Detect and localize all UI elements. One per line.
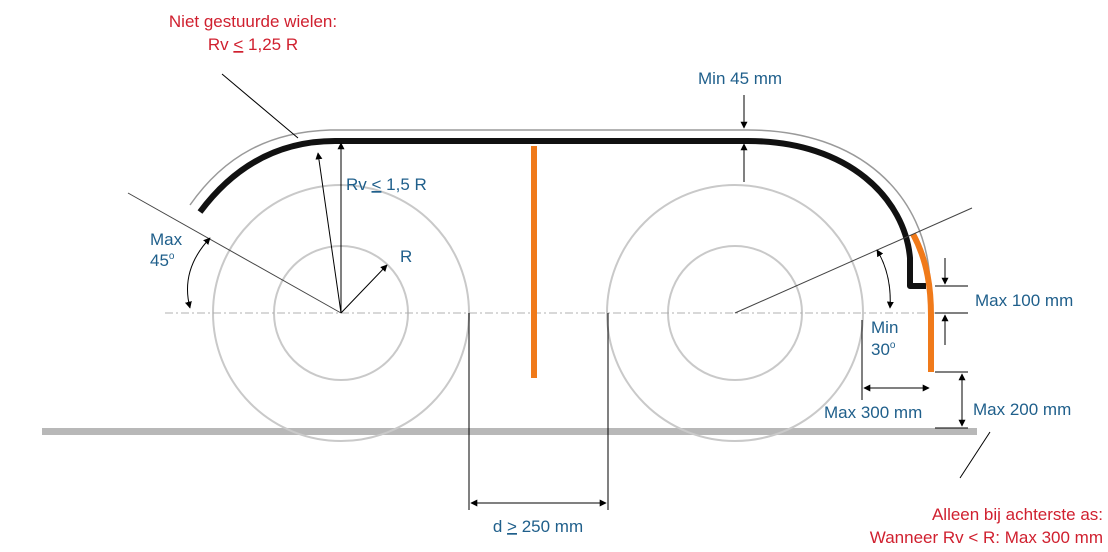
road-surface [42,428,977,435]
rear-splash-flap [910,232,934,372]
min-30-label-value: 30o [871,340,896,359]
mudguard [197,138,926,289]
rear-note-leader [959,431,991,479]
rear-axle-note-title: Alleen bij achterste as: [932,505,1103,524]
min-30-arc [876,249,894,309]
mudguard-outline [189,129,931,283]
max-45-arc [185,237,211,309]
max-300-label: Max 300 mm [824,403,922,422]
front-note-leader [221,73,299,139]
max-45-label-value: 45o [150,251,175,270]
max-200-label: Max 200 mm [973,400,1071,419]
d-250-label: d > 250 mm [493,517,583,536]
min-30-angle-ray [734,207,973,314]
max-45-angle-ray [127,192,342,314]
rv-chord-arrow [315,152,342,314]
r-label: R [400,247,412,266]
min-30-label-word: Min [871,318,898,337]
non-steered-note-title: Niet gestuurde wielen: [169,12,337,31]
non-steered-note-value: Rv < 1,25 R [208,35,298,54]
r-radius-arrow [340,264,388,314]
min-45-label: Min 45 mm [698,69,782,88]
rear-axle-note-value: Wanneer Rv < R: Max 300 mm [870,528,1103,547]
max-100-label: Max 100 mm [975,291,1073,310]
max-45-label-word: Max [150,230,183,249]
rv-15r-label: Rv < 1,5 R [346,175,427,194]
